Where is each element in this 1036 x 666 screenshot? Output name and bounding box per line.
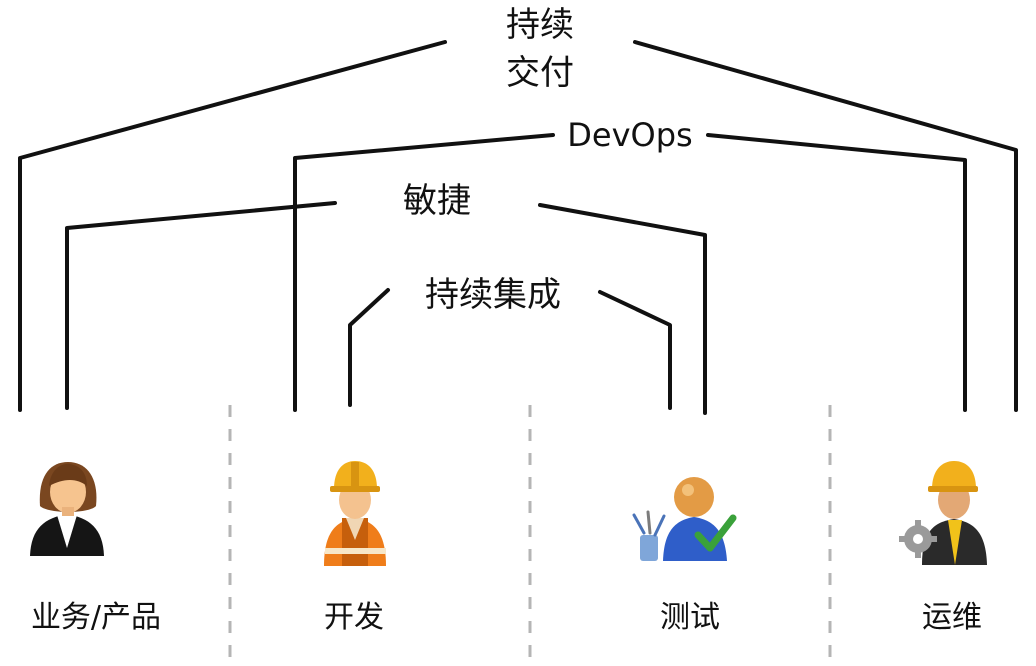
businesswoman-icon [30, 462, 104, 556]
agile-left-line [65, 201, 337, 410]
continuous-integration-right-line [598, 290, 672, 410]
continuous-delivery-right-line [633, 40, 1018, 412]
role-labels: 业务/产品 开发 测试 运维 [31, 600, 982, 635]
continuous-integration-left-line [348, 288, 390, 407]
devops-bracket: DevOps [293, 116, 967, 412]
continuous-delivery-label-line1: 持续 [506, 5, 574, 45]
continuous-delivery-label-line2: 交付 [506, 53, 574, 93]
role-label-testing: 测试 [660, 600, 720, 635]
role-dividers [228, 405, 832, 662]
agile-label: 敏捷 [403, 181, 471, 221]
devops-left-line [293, 133, 555, 412]
agile-right-line [538, 203, 707, 415]
role-label-business-product: 业务/产品 [31, 600, 161, 635]
continuous-integration-label: 持续集成 [425, 275, 561, 315]
devops-label: DevOps [567, 116, 692, 154]
tester-check-icon [632, 477, 737, 561]
continuous-integration-bracket: 持续集成 [348, 275, 672, 410]
continuous-delivery-left-line [18, 40, 447, 412]
continuous-delivery-bracket: 持续 交付 [18, 5, 1018, 412]
operations-gear-icon [899, 461, 987, 565]
devops-right-line [706, 133, 967, 412]
role-label-development: 开发 [324, 600, 384, 635]
role-label-operations: 运维 [922, 600, 982, 635]
agile-bracket: 敏捷 [65, 181, 707, 415]
developer-hardhat-icon [324, 461, 386, 566]
